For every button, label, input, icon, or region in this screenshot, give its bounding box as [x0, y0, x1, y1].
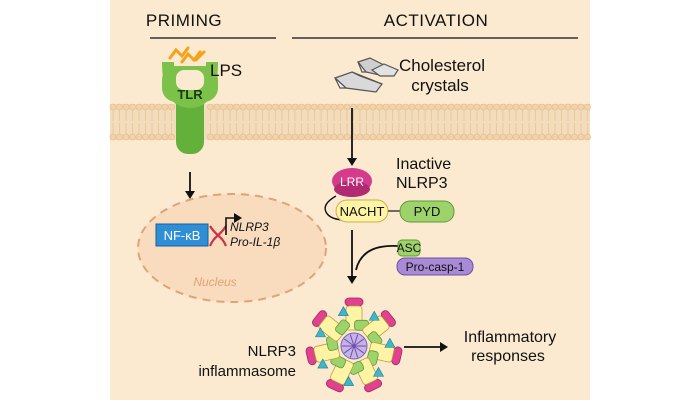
nucleus: Nucleus: [137, 193, 327, 303]
procaspase-1: Pro-casp-1: [396, 257, 474, 276]
lrr-label: LRR: [340, 175, 364, 189]
outcome-line-1: Inflammatory: [464, 329, 556, 346]
cholesterol-crystals-icon: [333, 57, 399, 93]
gene-nlrp3-label: NLRP3: [230, 220, 269, 234]
lps-label: LPS: [210, 61, 242, 80]
stimulus-line-2: crystals: [411, 76, 469, 95]
outcome-line-2: responses: [471, 348, 545, 365]
pyd-domain: PYD: [399, 200, 455, 223]
receptor-label: TLR: [177, 87, 203, 102]
nucleus-label: Nucleus: [193, 275, 236, 289]
procasp-label: Pro-casp-1: [406, 260, 465, 274]
dna-helix-icon: [208, 225, 228, 247]
inactive-line-2: NLRP3: [396, 175, 448, 192]
nfkb-box: [155, 223, 209, 247]
asc-join-arrow: [355, 245, 399, 271]
asc-adaptor: ASC: [397, 239, 422, 257]
asc-label: ASC: [397, 241, 422, 255]
inflammasome-complex-icon: [305, 297, 403, 393]
nfkb-label: NF-κB: [164, 228, 201, 243]
pyd-label: PYD: [414, 204, 441, 219]
priming-header: PRIMING: [146, 11, 222, 30]
lps-ligand-icon: [168, 46, 206, 64]
complex-line-2: inflammasome: [198, 363, 296, 380]
activation-header: ACTIVATION: [384, 11, 489, 30]
inactive-line-1: Inactive: [396, 156, 451, 173]
nacht-label: NACHT: [340, 204, 385, 219]
lrr-domain: LRR: [332, 168, 372, 197]
tlr-receptor-icon: TLR: [162, 62, 218, 154]
stimulus-line-1: Cholesterol: [399, 56, 485, 75]
complex-line-1: NLRP3: [248, 343, 296, 360]
promoter-arrow: [225, 213, 242, 235]
gene-pro-il1b-label: Pro-IL-1β: [230, 235, 280, 249]
nacht-domain: NACHT: [324, 195, 389, 223]
